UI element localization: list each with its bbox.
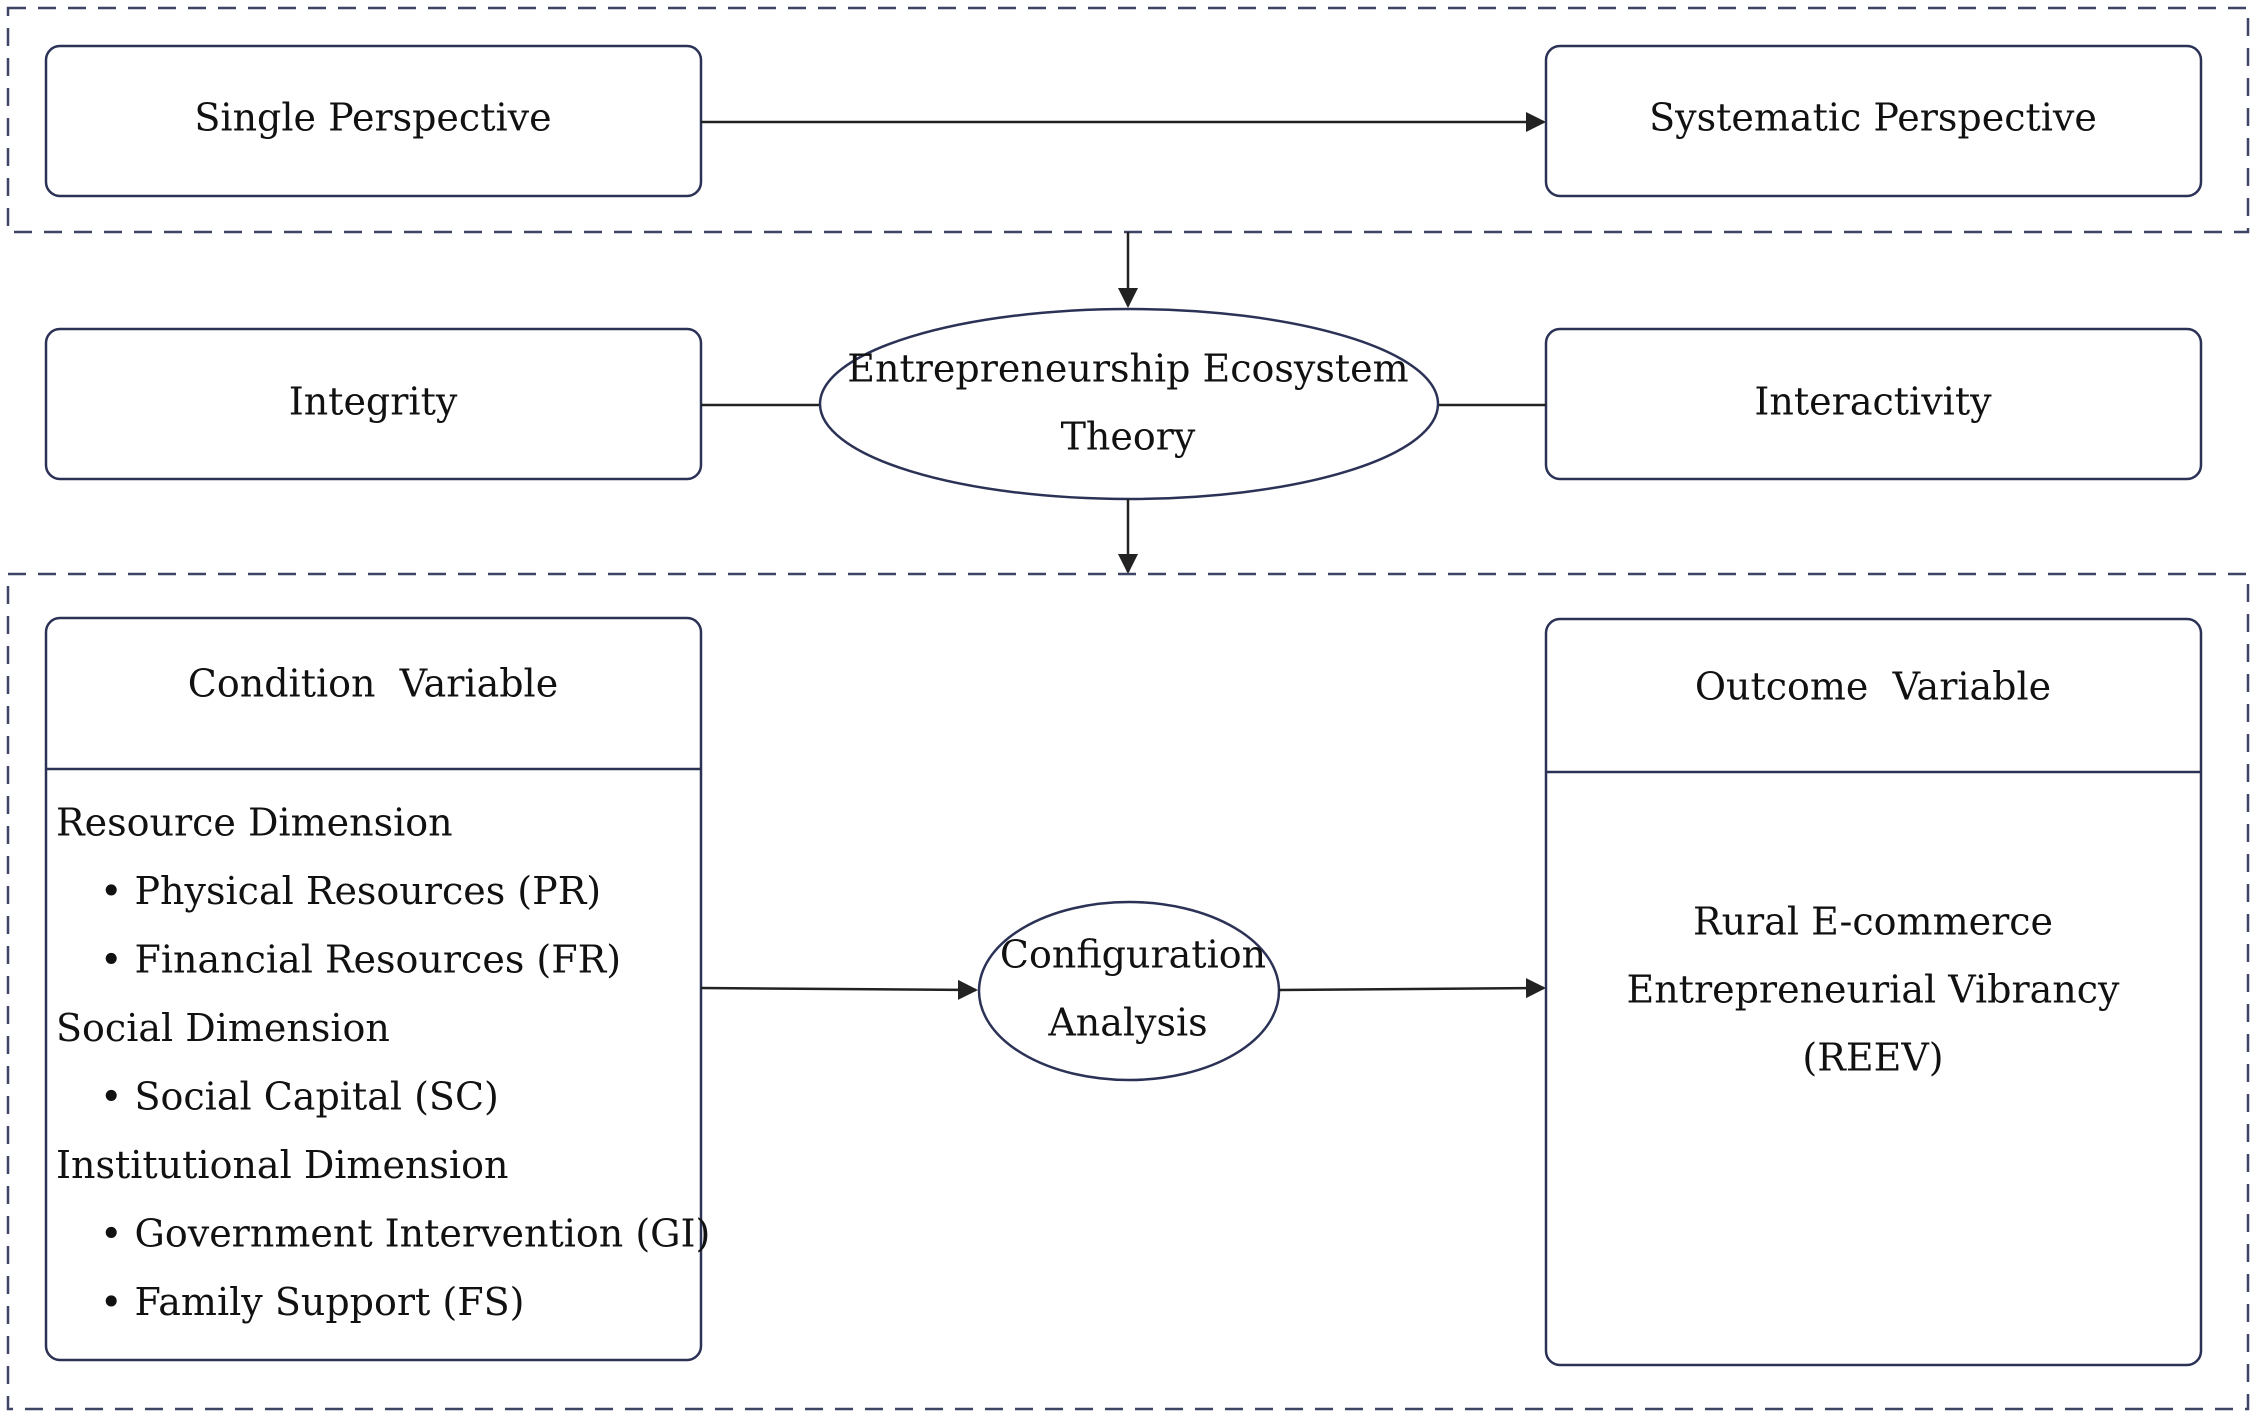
configuration-analysis-line2: Analysis [1047, 1001, 1207, 1045]
outcome-variable-header: Outcome Variable [1695, 665, 2051, 709]
outcome-variable-line: Entrepreneurial Vibrancy [1626, 968, 2120, 1012]
outcome-variable-line: (REEV) [1802, 1036, 1943, 1080]
condition-variable-item: • Social Capital (SC) [100, 1075, 499, 1119]
condition-dimension-heading: Institutional Dimension [56, 1143, 508, 1187]
systematic-perspective-box [1544, 44, 2203, 198]
single-perspective-label: Single Perspective [194, 96, 551, 140]
configuration-analysis-line1: Configuration [1000, 933, 1266, 977]
interactivity-label: Interactivity [1754, 380, 1992, 424]
integrity-label: Integrity [289, 380, 458, 424]
systematic-perspective-label: Systematic Perspective [1649, 96, 2097, 140]
condition-variable-header: Condition Variable [188, 662, 558, 706]
theory-label-line1: Entrepreneurship Ecosystem [847, 347, 1408, 391]
outcome-variable-line: Rural E-commerce [1693, 900, 2053, 944]
configuration-analysis-ellipse [977, 900, 1281, 1082]
outcome-variable-box [1544, 617, 2203, 1367]
condition-variable-item: • Family Support (FS) [100, 1280, 524, 1324]
condition-items-list: Resource Dimension • Physical Resources (… [56, 801, 710, 1325]
condition-dimension-heading: Social Dimension [56, 1006, 390, 1050]
theory-ellipse [818, 307, 1440, 501]
condition-variable-item: • Physical Resources (PR) [100, 869, 601, 913]
bottom-dashed-group [6, 572, 2250, 1411]
condition-dimension-heading: Resource Dimension [56, 801, 453, 845]
theory-label-line2: Theory [1061, 415, 1196, 459]
condition-variable-item: • Financial Resources (FR) [100, 938, 621, 982]
condition-to-analysis-arrow [700, 979, 978, 1000]
analysis-to-outcome-arrow [1278, 978, 1546, 999]
condition-variable-item: • Government Intervention (GI) [100, 1212, 710, 1256]
